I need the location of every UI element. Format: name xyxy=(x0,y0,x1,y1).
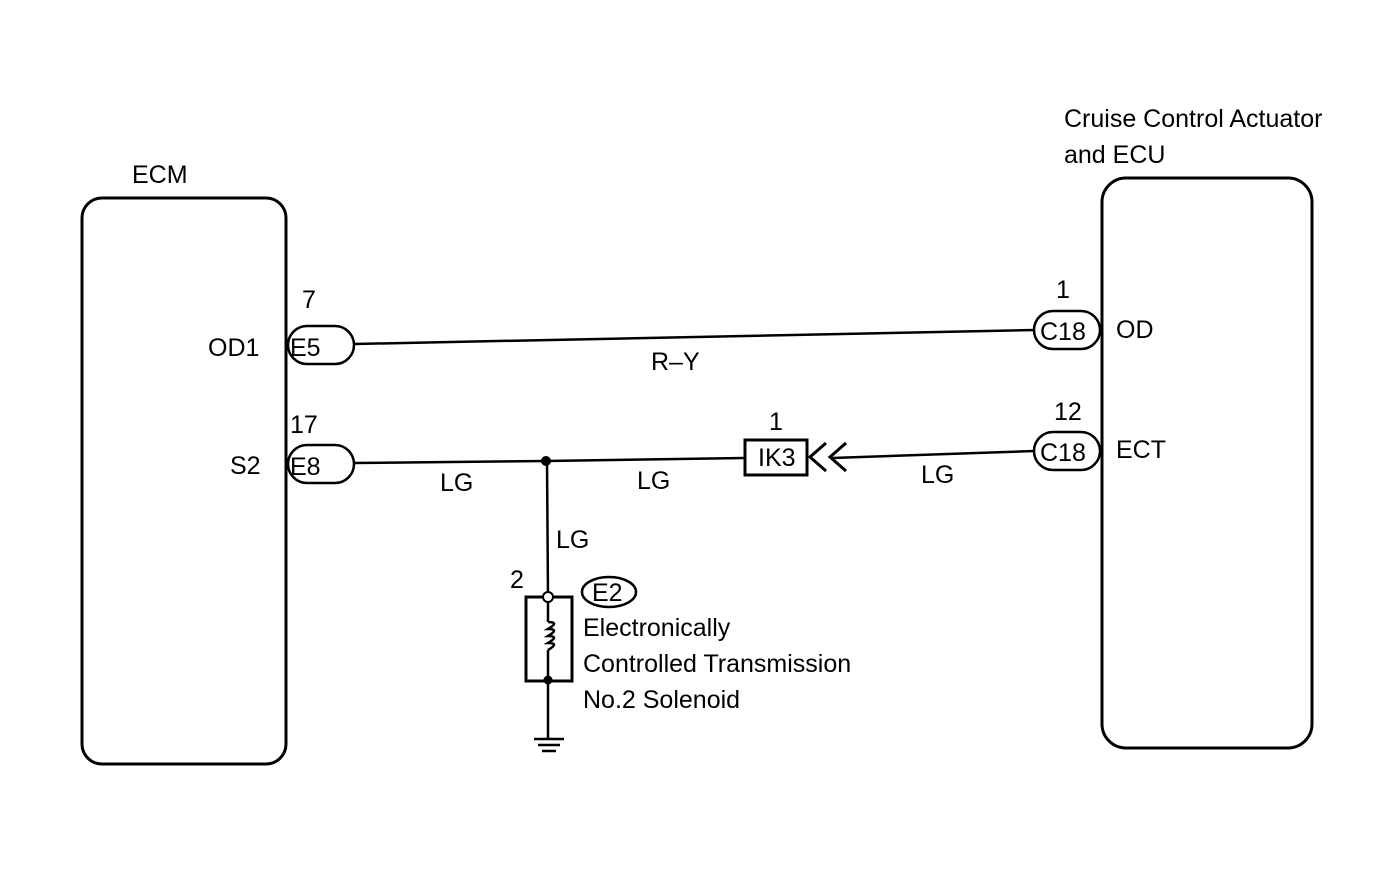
svg-text:IK3: IK3 xyxy=(758,444,796,472)
cruise-ecu-title-line2: and ECU xyxy=(1064,141,1165,169)
ecm-title: ECM xyxy=(132,161,188,189)
solenoid-coil-icon xyxy=(524,591,574,685)
svg-text:E8: E8 xyxy=(290,453,321,481)
wire-s2-left xyxy=(353,459,547,465)
cruise-ecu-title-line1: Cruise Control Actuator xyxy=(1064,105,1322,133)
connector-e5: E5 xyxy=(286,324,356,366)
cruise-pin-12: 12 xyxy=(1054,398,1082,426)
connector-c18-ect: C18 xyxy=(1032,430,1102,472)
svg-text:E2: E2 xyxy=(592,579,623,607)
svg-text:C18: C18 xyxy=(1040,318,1086,346)
solenoid-label-line3: No.2 Solenoid xyxy=(583,686,740,714)
connector-c18-od: C18 xyxy=(1032,309,1102,351)
wire-label-s2-middle: LG xyxy=(637,467,670,495)
ecm-terminal-od1: OD1 xyxy=(208,334,259,362)
wire-s2-middle xyxy=(545,456,746,463)
cruise-terminal-ect: ECT xyxy=(1116,436,1166,464)
wire-solenoid-branch xyxy=(545,460,550,597)
ecm-terminal-s2: S2 xyxy=(230,452,261,480)
cruise-terminal-od: OD xyxy=(1116,316,1154,344)
junction-pin-1: 1 xyxy=(769,408,783,436)
ecm-box xyxy=(80,196,288,766)
cruise-pin-1: 1 xyxy=(1056,276,1070,304)
solenoid-label-line2: Controlled Transmission xyxy=(583,650,851,678)
ground-icon xyxy=(534,680,564,753)
connector-ik3: IK3 xyxy=(743,438,809,477)
wire-od xyxy=(353,328,1035,346)
wire-label-s2-right: LG xyxy=(921,461,954,489)
wire-label-od: R–Y xyxy=(651,348,700,376)
ecm-pin-7: 7 xyxy=(302,286,316,314)
wire-s2-right xyxy=(831,449,1035,460)
connector-e8: E8 xyxy=(286,443,356,485)
connector-e2: E2 xyxy=(580,575,638,609)
solenoid-label-line1: Electronically xyxy=(583,614,731,642)
connector-mating-chevron-icon xyxy=(807,441,847,473)
svg-text:C18: C18 xyxy=(1040,439,1086,467)
wire-label-solenoid-branch: LG xyxy=(556,526,589,554)
ecm-pin-17: 17 xyxy=(290,411,318,439)
cruise-ecu-box xyxy=(1100,176,1314,750)
svg-text:E5: E5 xyxy=(290,334,321,362)
wire-label-s2-left: LG xyxy=(440,469,473,497)
splice-point xyxy=(541,456,551,466)
solenoid-pin-2: 2 xyxy=(510,566,524,594)
